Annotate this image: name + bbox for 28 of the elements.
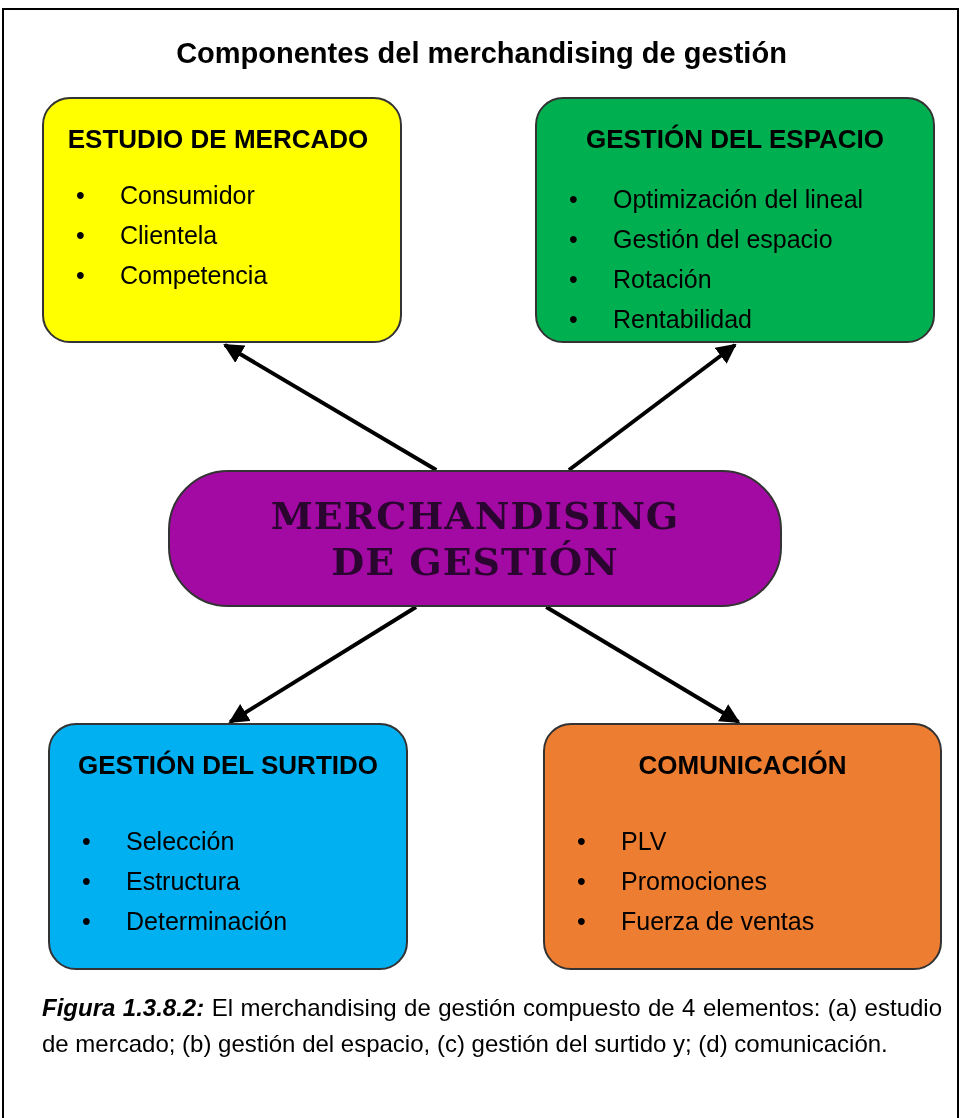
bullet-item: • PLV xyxy=(577,826,668,857)
bullet-item: • Promociones xyxy=(577,866,768,897)
rounded-box xyxy=(543,723,942,970)
arrow xyxy=(545,605,741,724)
box-heading: COMUNICACIÓN xyxy=(637,749,848,781)
rounded-box xyxy=(48,723,408,970)
bullet-item: • Fuerza de ventas xyxy=(577,906,816,937)
bullet-item: • Optimización del lineal xyxy=(569,184,865,215)
bullet-item: • Competencia xyxy=(76,260,269,291)
rounded-box xyxy=(42,97,402,343)
rounded-box xyxy=(535,97,935,343)
bullet-item: • Rotación xyxy=(569,264,713,295)
center-title: MERCHANDISING DE GESTIÓN xyxy=(269,492,681,585)
bullet-item: • Determinación xyxy=(82,906,289,937)
arrow xyxy=(567,343,737,472)
figure-caption: Figura 1.3.8.2: El merchandising de gestión compuesto de 4 elementos: (a) estudio de mercado; (b) gestión del espacio, (c) gestión del surtido y; (d) comunicación. xyxy=(42,993,942,1059)
box-heading: GESTIÓN DEL SURTIDO xyxy=(77,749,379,781)
bullet-item: • Clientela xyxy=(76,220,219,251)
box-heading: GESTIÓN DEL ESPACIO xyxy=(584,123,886,155)
bullet-item: • Selección xyxy=(82,826,236,857)
bullet-item: • Gestión del espacio xyxy=(569,224,834,255)
bullet-item: • Estructura xyxy=(82,866,241,897)
box-heading: ESTUDIO DE MERCADO xyxy=(66,123,370,155)
arrow xyxy=(223,343,438,472)
arrow xyxy=(228,605,418,724)
bullet-item: • Rentabilidad xyxy=(569,304,753,335)
bullet-item: • Consumidor xyxy=(76,180,256,211)
diagram-title: Componentes del merchandising de gestión xyxy=(175,36,788,71)
